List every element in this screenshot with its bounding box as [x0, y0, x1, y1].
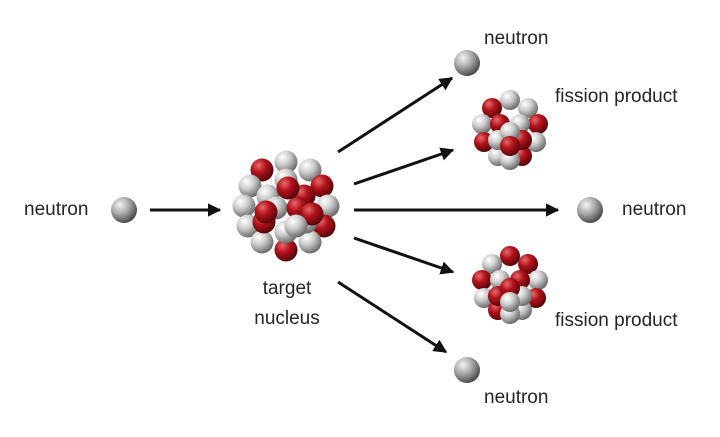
bottom-neutron-sphere: [454, 357, 480, 383]
incoming-neutron-label: neutron: [24, 199, 88, 221]
top-neutron-sphere: [454, 50, 480, 76]
incoming-neutron-sphere: [111, 197, 137, 223]
target-nucleus-label-line1: target: [263, 278, 312, 300]
arrow-to-lower-fission-product: [354, 238, 453, 272]
target-nucleus: [233, 151, 340, 262]
upper-fission-product-label: fission product: [555, 86, 678, 108]
target-nucleus-label-line2: nucleus: [254, 308, 320, 330]
top-neutron-label: neutron: [484, 28, 548, 50]
upper-fission-product-nucleus: [472, 90, 548, 170]
lower-fission-product-label: fission product: [555, 310, 678, 332]
arrow-to-top-neutron: [338, 78, 452, 152]
arrow-to-bottom-neutron: [338, 282, 446, 352]
bottom-neutron-label: neutron: [484, 387, 548, 409]
middle-neutron-label: neutron: [622, 199, 686, 221]
lower-fission-product-nucleus: [472, 246, 548, 324]
middle-neutron-sphere: [577, 197, 603, 223]
arrow-to-upper-fission-product: [354, 150, 453, 184]
